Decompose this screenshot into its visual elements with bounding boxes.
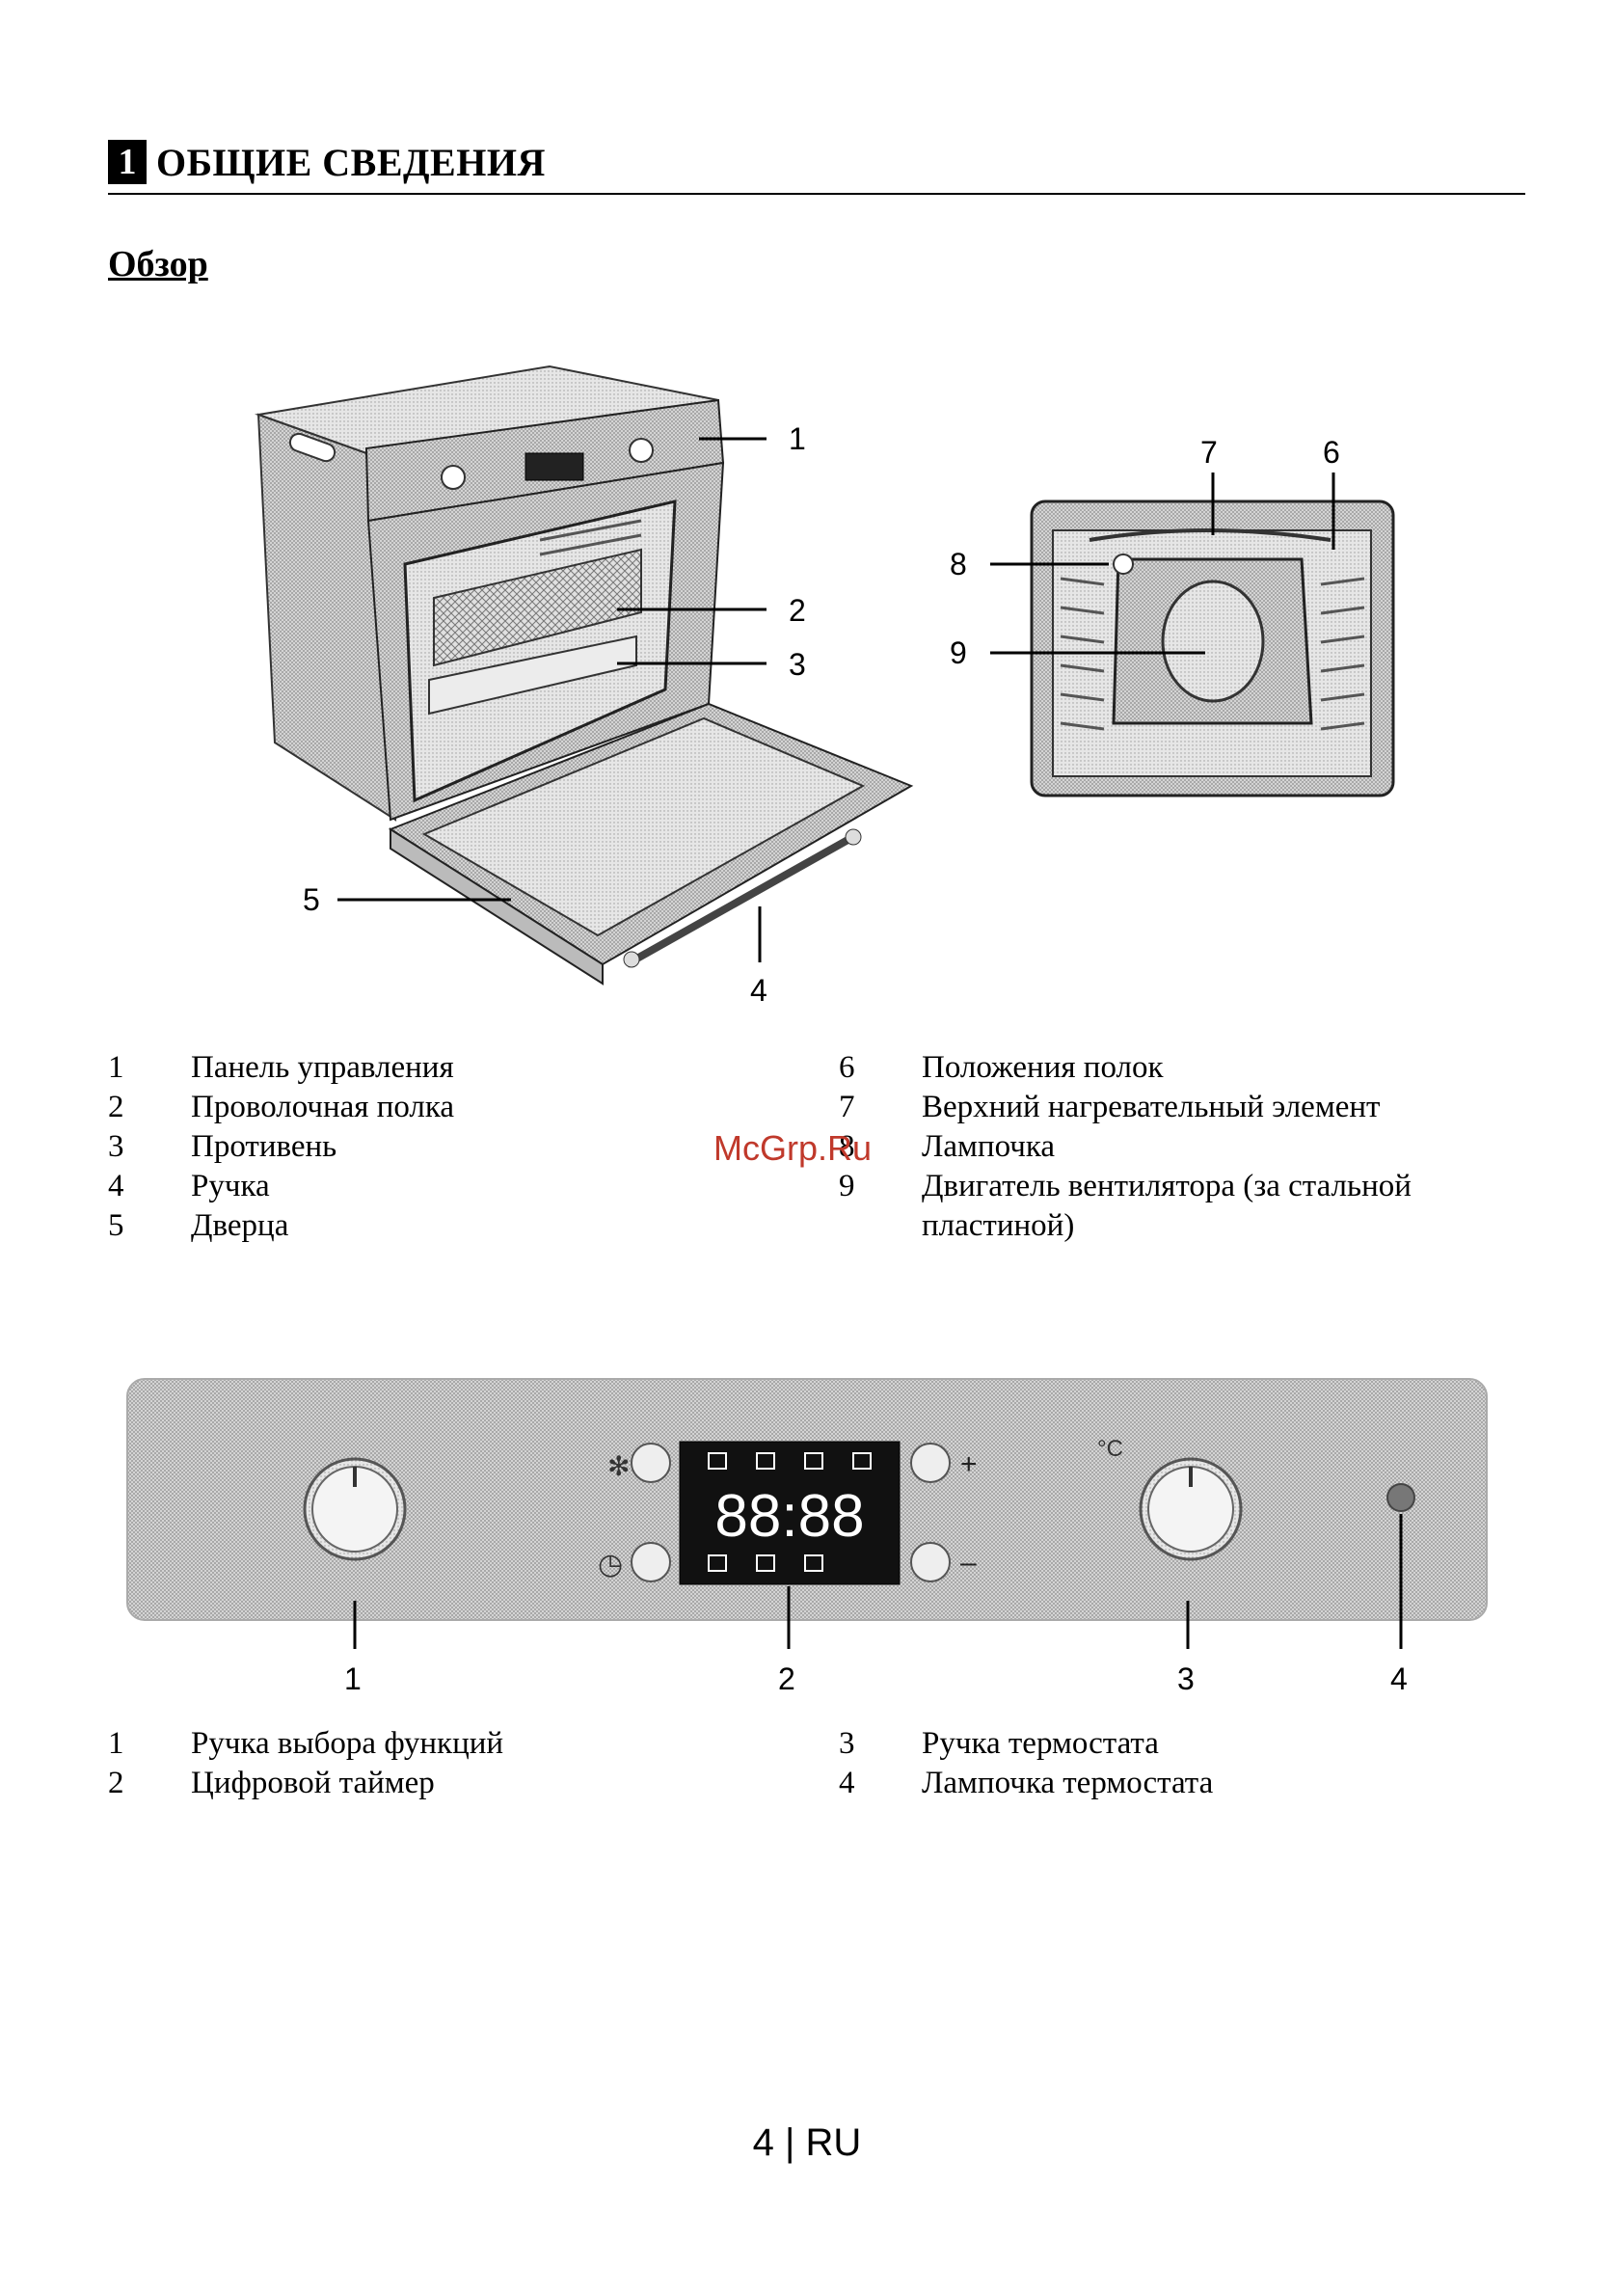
thermostat-lamp	[1386, 1483, 1415, 1512]
callout-9: 9	[950, 635, 967, 670]
subheading: Обзор	[108, 244, 208, 284]
timer-digits: 88:88	[714, 1483, 864, 1550]
callout-leaders	[337, 437, 1335, 962]
callout-8: 8	[950, 547, 967, 581]
thermostat-knob	[1139, 1457, 1243, 1561]
panel-callout-2: 2	[778, 1661, 795, 1696]
timer-button-minus[interactable]	[910, 1542, 951, 1582]
timer-button-plus[interactable]	[910, 1443, 951, 1483]
callout-5: 5	[303, 882, 320, 917]
callout-1: 1	[789, 421, 806, 456]
section-title: ОБЩИЕ СВЕДЕНИЯ	[156, 140, 546, 184]
panel-callout-leaders	[353, 1514, 1403, 1649]
panel-callout-4: 4	[1390, 1661, 1408, 1696]
heading-rule	[108, 193, 1525, 195]
callout-6: 6	[1323, 435, 1340, 470]
panel-callout-3: 3	[1177, 1661, 1195, 1696]
control-panel-figure: ✻ ◷ + – 88:88 °C 1 2 3 4	[126, 1378, 1488, 1696]
language-code: RU	[805, 2121, 862, 2164]
panel-callout-1: 1	[344, 1661, 362, 1696]
thermostat-unit: °C	[1097, 1436, 1123, 1462]
page-footer: 4 | RU	[0, 2121, 1614, 2165]
callout-3: 3	[789, 647, 806, 682]
section-heading: 1 ОБЩИЕ СВЕДЕНИЯ	[108, 135, 546, 189]
callout-7: 7	[1200, 435, 1218, 470]
page-number: 4	[752, 2121, 774, 2164]
clock-icon: ◷	[598, 1549, 623, 1580]
footer-separator: |	[785, 2121, 795, 2164]
timer-button-top-left[interactable]	[631, 1443, 671, 1483]
plus-label: +	[960, 1448, 978, 1480]
section-number: 1	[108, 140, 147, 184]
minus-label: –	[960, 1547, 977, 1579]
watermark: McGrp.Ru	[713, 1128, 873, 1168]
function-knob	[303, 1457, 407, 1561]
oven-illustration	[255, 365, 914, 986]
digital-timer-display: 88:88	[679, 1441, 901, 1585]
callout-2: 2	[789, 593, 806, 628]
settings-icon: ✻	[607, 1451, 630, 1481]
timer-button-bottom-left[interactable]	[631, 1542, 671, 1582]
oven-overview-figure: 1 2 3 4 5 7 6 8 9	[255, 365, 1395, 1008]
callout-4: 4	[750, 973, 767, 1008]
oven-cavity-illustration	[1030, 500, 1395, 797]
